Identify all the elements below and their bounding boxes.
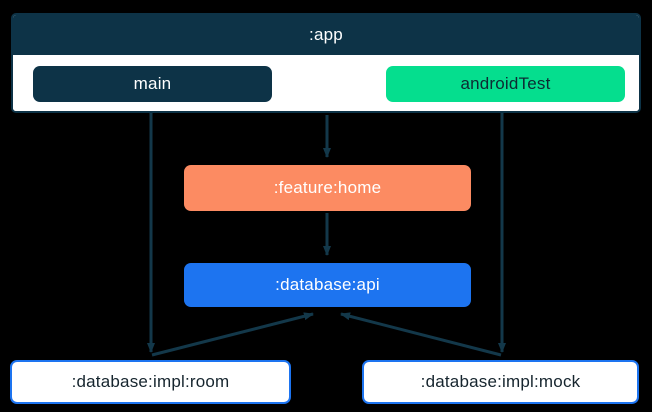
node-android-test[interactable]: androidTest xyxy=(386,66,625,102)
edge-database-impl-room-to-database-api xyxy=(151,312,314,357)
node-database-impl-mock[interactable]: :database:impl:mock xyxy=(362,360,639,404)
cluster-app[interactable]: :app main androidTest xyxy=(11,13,641,113)
node-main[interactable]: main xyxy=(33,66,272,102)
node-database-impl-room[interactable]: :database:impl:room xyxy=(10,360,291,404)
node-feature-home[interactable]: :feature:home xyxy=(184,165,471,211)
node-database-api[interactable]: :database:api xyxy=(184,263,471,307)
edge-database-impl-mock-to-database-api xyxy=(340,312,502,357)
cluster-app-title: :app xyxy=(13,15,639,55)
cluster-app-body: main androidTest xyxy=(13,55,639,111)
